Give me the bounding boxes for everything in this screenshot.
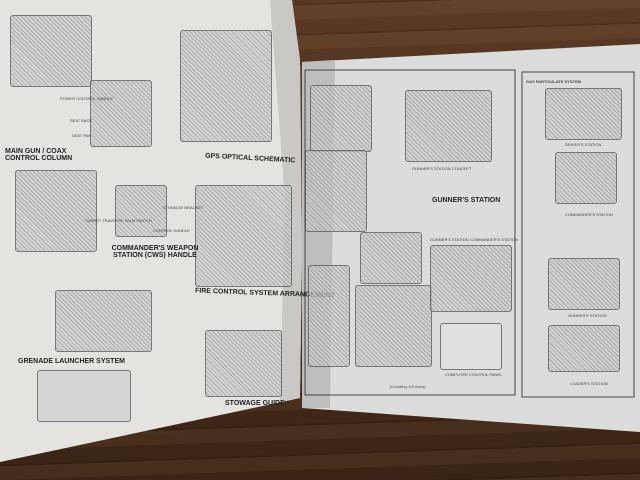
left-credit: (Courtesy US Army) bbox=[145, 430, 181, 435]
seat-diagram-2 bbox=[90, 80, 152, 147]
computer-panel-diagram bbox=[440, 323, 502, 370]
control-column-diagram bbox=[15, 170, 97, 252]
gps-diagram bbox=[180, 30, 272, 142]
palm-switch-label: TURRET TRAVERSE PALM SWITCH bbox=[85, 218, 153, 223]
commanders-station-diagram bbox=[555, 152, 617, 204]
sidebar-caption-commander: COMMANDER'S STATION bbox=[565, 212, 613, 217]
stowage-title: STOWAGE GUIDE bbox=[225, 400, 285, 407]
seat-pan-label: SEAT PAN bbox=[72, 133, 92, 138]
sidebar-frame bbox=[521, 71, 635, 398]
sight-diagram bbox=[360, 232, 422, 284]
gunners-station-label: GUNNER'S STATION bbox=[430, 237, 469, 242]
cws-title: COMMANDER'S WEAPON STATION (CWS) HANDLE bbox=[111, 245, 199, 259]
sidebar-caption-driver: DRIVER'S STATION bbox=[565, 142, 602, 147]
stowage-bracket-label: STOWAGE BRACKET bbox=[163, 205, 204, 210]
control-panel-diagram bbox=[308, 265, 350, 367]
concept-caption: GUNNER'S STATION CONCEPT bbox=[412, 166, 472, 171]
right-credit: (Courtesy US Army) bbox=[390, 384, 426, 389]
gun-mechanism-diagram bbox=[310, 85, 372, 152]
main-gun-title: MAIN GUN / COAX CONTROL COLUMN bbox=[5, 148, 73, 162]
control-handle-label: CONTROL HANDLE bbox=[153, 228, 190, 233]
turret-interior-diagram bbox=[355, 285, 432, 367]
sidebar-caption-loader: LOADER'S STATION bbox=[570, 381, 608, 386]
seat-diagram bbox=[10, 15, 92, 87]
grenade-panel bbox=[37, 370, 131, 422]
stowage-diagram bbox=[205, 330, 282, 397]
fire-control-diagram bbox=[195, 185, 292, 287]
sidebar-caption-gunner: GUNNER'S STATION bbox=[568, 313, 607, 318]
computer-panel-caption: COMPUTER CONTROL PANEL bbox=[445, 372, 503, 377]
loaders-station-diagram bbox=[548, 325, 620, 372]
gunner-concept-diagram bbox=[405, 90, 492, 162]
right-page-frame bbox=[304, 69, 516, 396]
stations-diagram bbox=[430, 245, 512, 312]
grenade-title: GRENADE LAUNCHER SYSTEM bbox=[18, 358, 125, 365]
sidebar-title: GAS PARTICULATE SYSTEM bbox=[526, 79, 581, 84]
gunners-station-title: GUNNER'S STATION bbox=[432, 197, 501, 204]
seat-back-label: SEAT BACK bbox=[70, 118, 93, 123]
gunners-station-diagram bbox=[548, 258, 620, 310]
power-handle-label: POWER CONTROL HANDLE bbox=[60, 96, 113, 101]
drivers-station-diagram bbox=[545, 88, 622, 140]
grenade-launcher-diagram bbox=[55, 290, 152, 352]
gun-control-diagram bbox=[305, 150, 367, 232]
cws-handle-diagram bbox=[115, 185, 167, 237]
commanders-station-label: COMMANDER'S STATION bbox=[470, 237, 518, 242]
